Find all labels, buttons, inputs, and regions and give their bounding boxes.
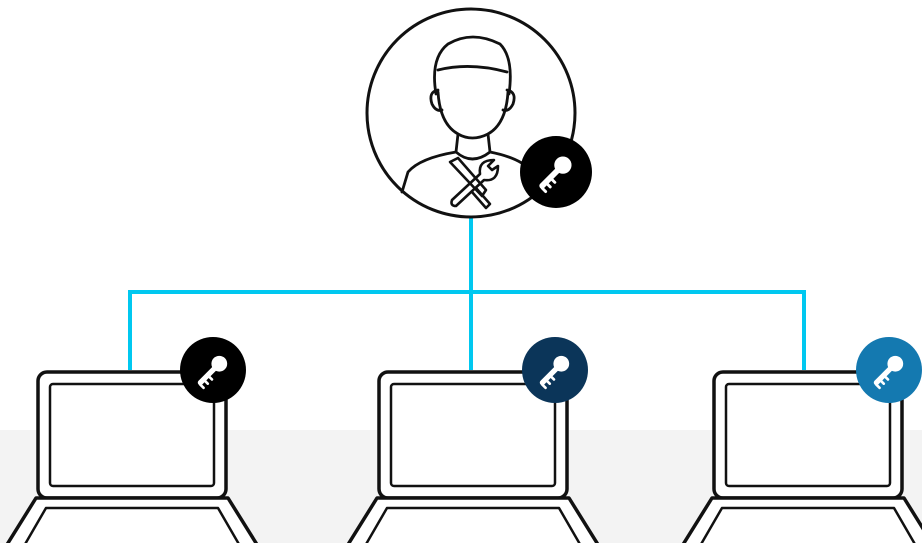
computer-2-key-badge <box>522 337 588 403</box>
wrench-screwdriver-icon <box>448 156 500 210</box>
admin-key-badge <box>520 136 592 208</box>
computer-1-key-badge <box>180 337 246 403</box>
admin-node <box>365 7 592 219</box>
computer-node-2 <box>341 337 605 543</box>
computer-3-key-badge <box>856 337 922 403</box>
computer-node-1 <box>0 337 264 543</box>
connector-lines <box>128 218 806 370</box>
computer-node-3 <box>676 337 922 543</box>
admin-user-icon <box>400 35 532 194</box>
